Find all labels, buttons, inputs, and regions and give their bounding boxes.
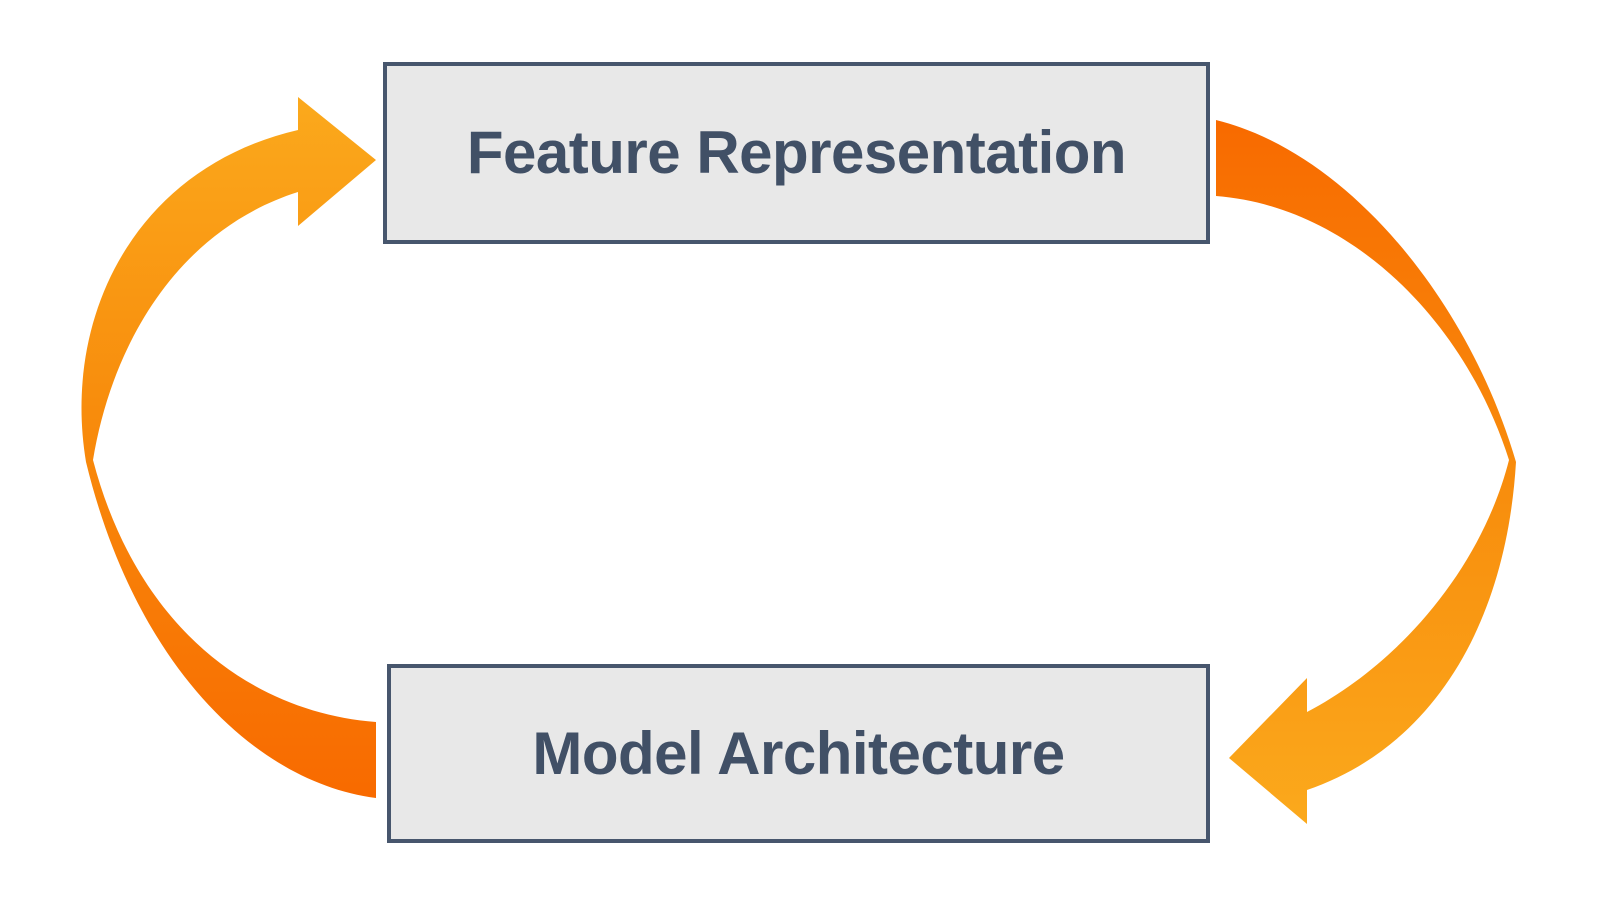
arrow-down-right-icon [1216, 120, 1516, 824]
node-label: Feature Representation [466, 119, 1127, 186]
node-model-architecture: Model Architecture [387, 664, 1210, 843]
node-feature-representation: Feature Representation [383, 62, 1210, 244]
arrow-up-left-icon [81, 97, 376, 798]
node-label: Model Architecture [532, 719, 1065, 787]
